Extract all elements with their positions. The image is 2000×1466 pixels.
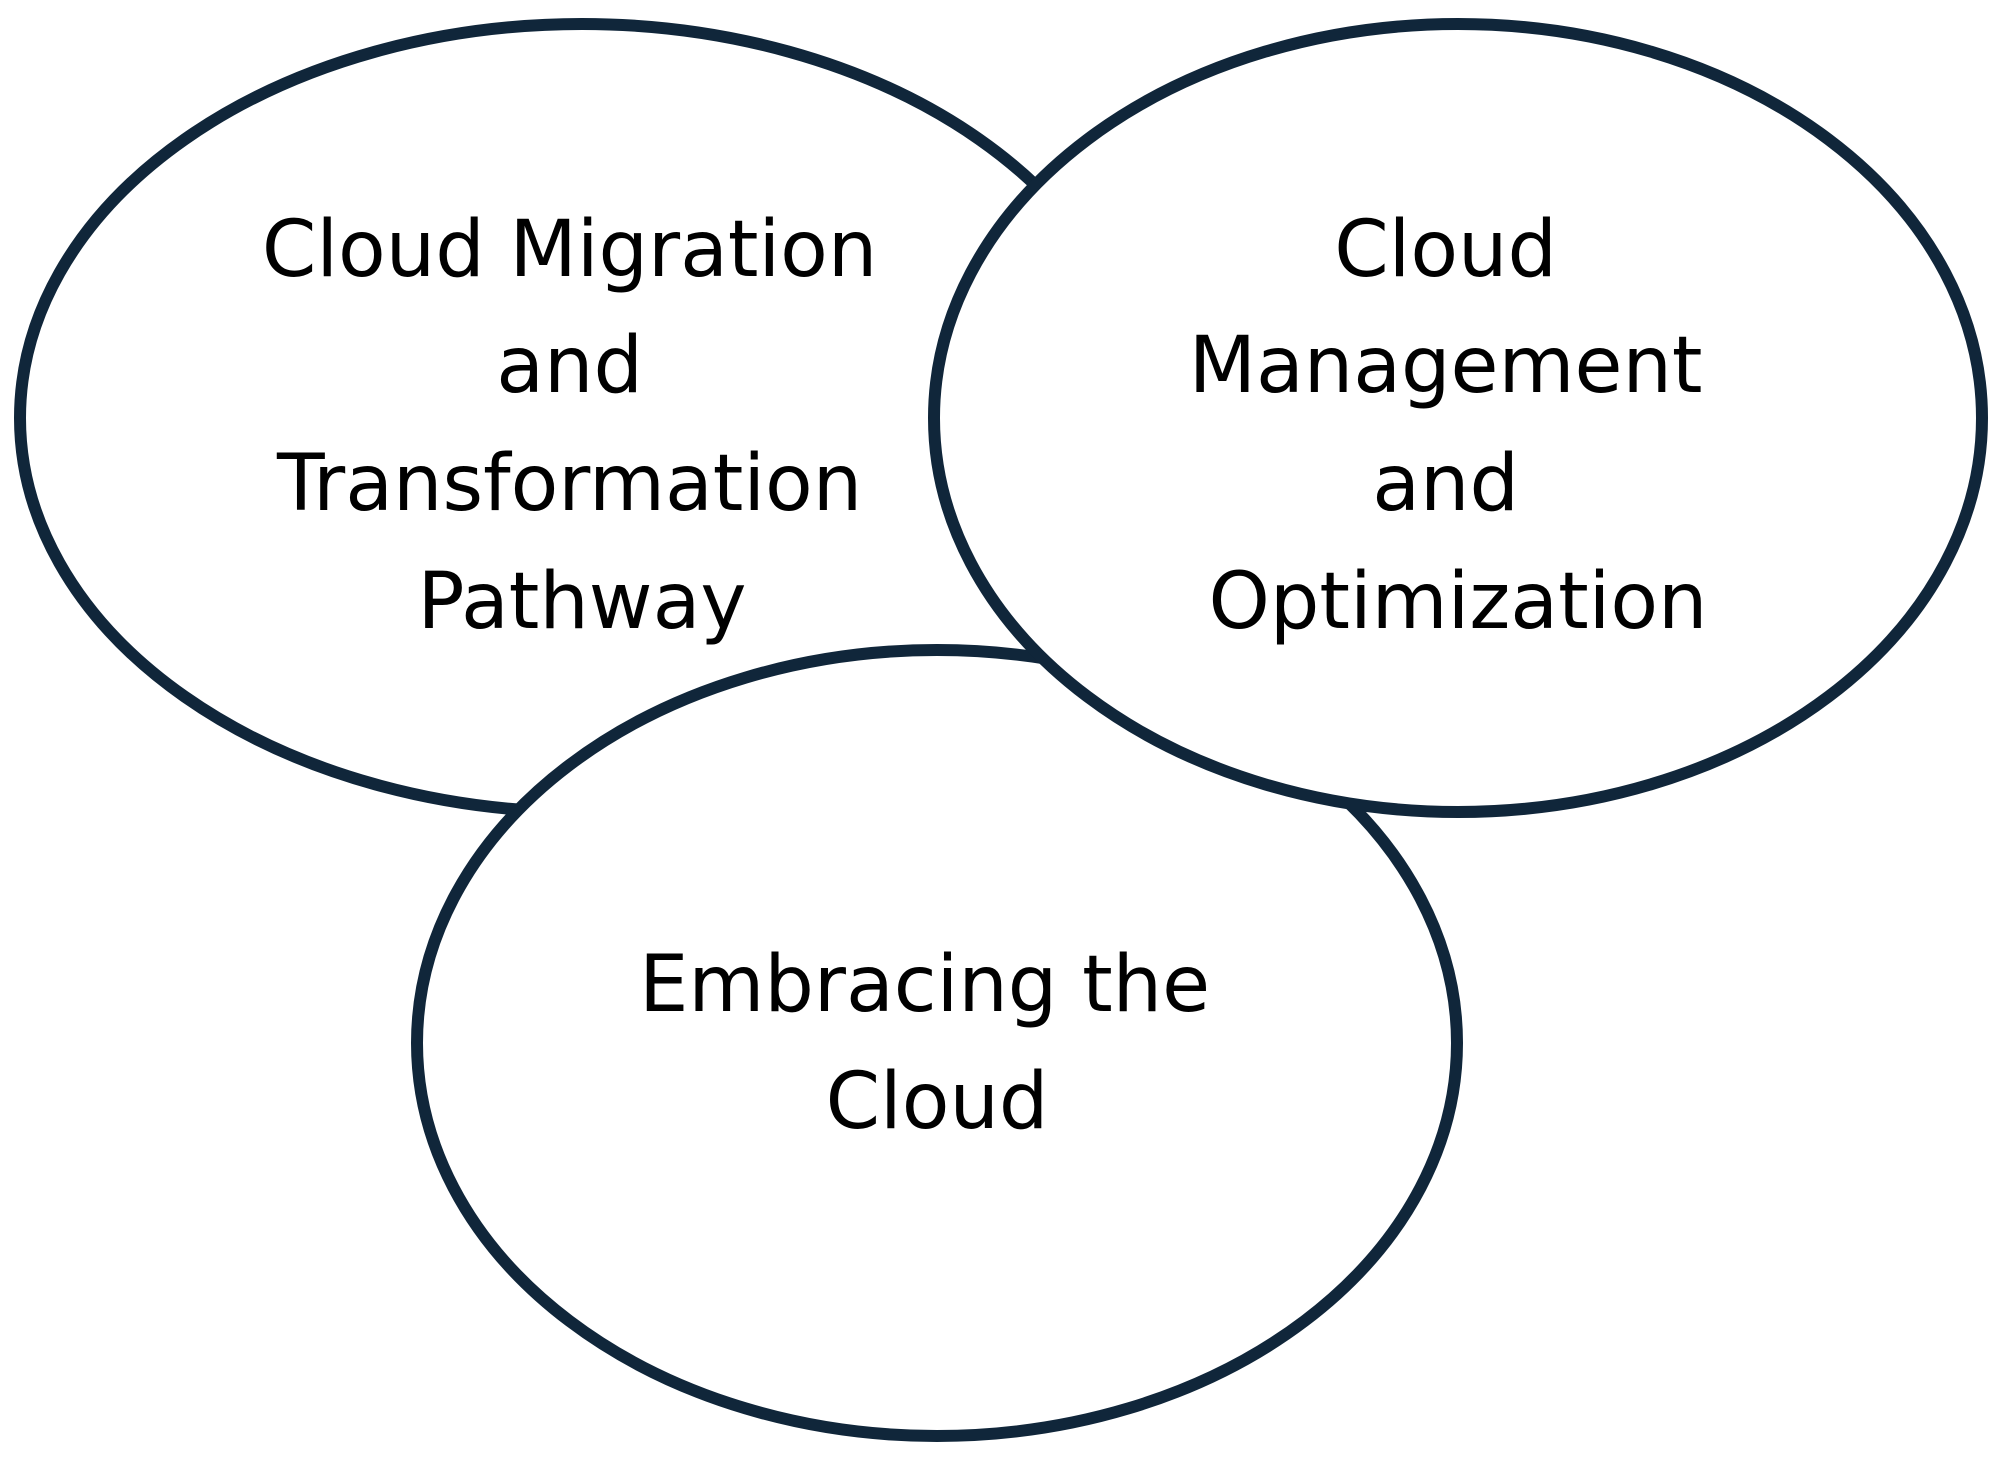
migration-label-line-2: and <box>496 321 643 411</box>
embracing-label-line-2: Cloud <box>826 1057 1049 1147</box>
migration-label-line-4: Pathway <box>417 557 746 647</box>
embracing-label-line-1: Embracing the <box>639 940 1210 1030</box>
management-label-line-1: Cloud <box>1334 205 1557 295</box>
node-management: Cloud Management and Optimization <box>928 18 1988 818</box>
management-label-line-2: Management <box>1189 321 1703 411</box>
node-migration: Cloud Migration and Transformation Pathw… <box>14 18 1150 818</box>
migration-label-line-1: Cloud Migration <box>262 205 877 295</box>
embracing-label: Embracing the Cloud <box>639 940 1235 1147</box>
node-embracing: Embracing the Cloud <box>411 644 1463 1442</box>
migration-label-line-3: Transformation <box>276 439 862 529</box>
management-label: Cloud Management and Optimization <box>1189 205 1728 647</box>
management-label-line-3: and <box>1372 439 1519 529</box>
embracing-ellipse <box>411 644 1463 1442</box>
management-label-line-4: Optimization <box>1209 557 1708 647</box>
management-ellipse <box>928 18 1988 818</box>
migration-label: Cloud Migration and Transformation Pathw… <box>262 205 902 647</box>
